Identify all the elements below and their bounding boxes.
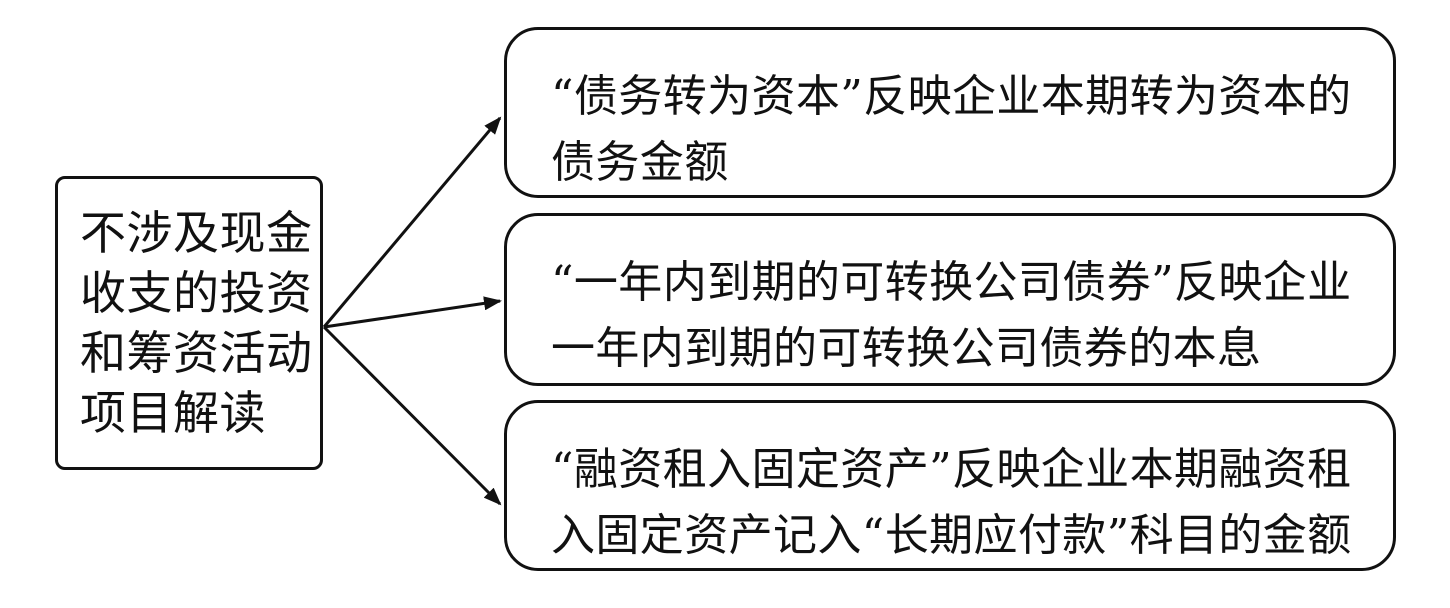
source-text-line-3: 和筹资活动 (80, 326, 313, 380)
arrow-to-item-1 (322, 116, 502, 328)
source-text-line-2: 收支的投资 (80, 266, 313, 320)
item-box-finance-lease: “融资租入固定资产”反映企业本期融资租入固定资产记入“长期应付款”科目的金额 (504, 400, 1396, 571)
arrow-to-item-2 (323, 296, 502, 329)
source-box: 不涉及现金 收支的投资 和筹资活动 项目解读 (55, 176, 323, 470)
source-text-line-1: 不涉及现金 (80, 206, 313, 260)
source-text-line-4: 项目解读 (80, 386, 266, 440)
item-box-convertible-bonds: “一年内到期的可转换公司债券”反映企业一年内到期的可转换公司债券的本息 (504, 213, 1396, 386)
item-text-debt-to-capital: “债务转为资本”反映企业本期转为资本的债务金额 (551, 71, 1352, 188)
arrow-to-item-3 (322, 325, 502, 506)
item-text-convertible-bonds: “一年内到期的可转换公司债券”反映企业一年内到期的可转换公司债券的本息 (551, 257, 1352, 374)
item-box-debt-to-capital: “债务转为资本”反映企业本期转为资本的债务金额 (504, 27, 1396, 198)
item-text-finance-lease: “融资租入固定资产”反映企业本期融资租入固定资产记入“长期应付款”科目的金额 (551, 444, 1352, 561)
